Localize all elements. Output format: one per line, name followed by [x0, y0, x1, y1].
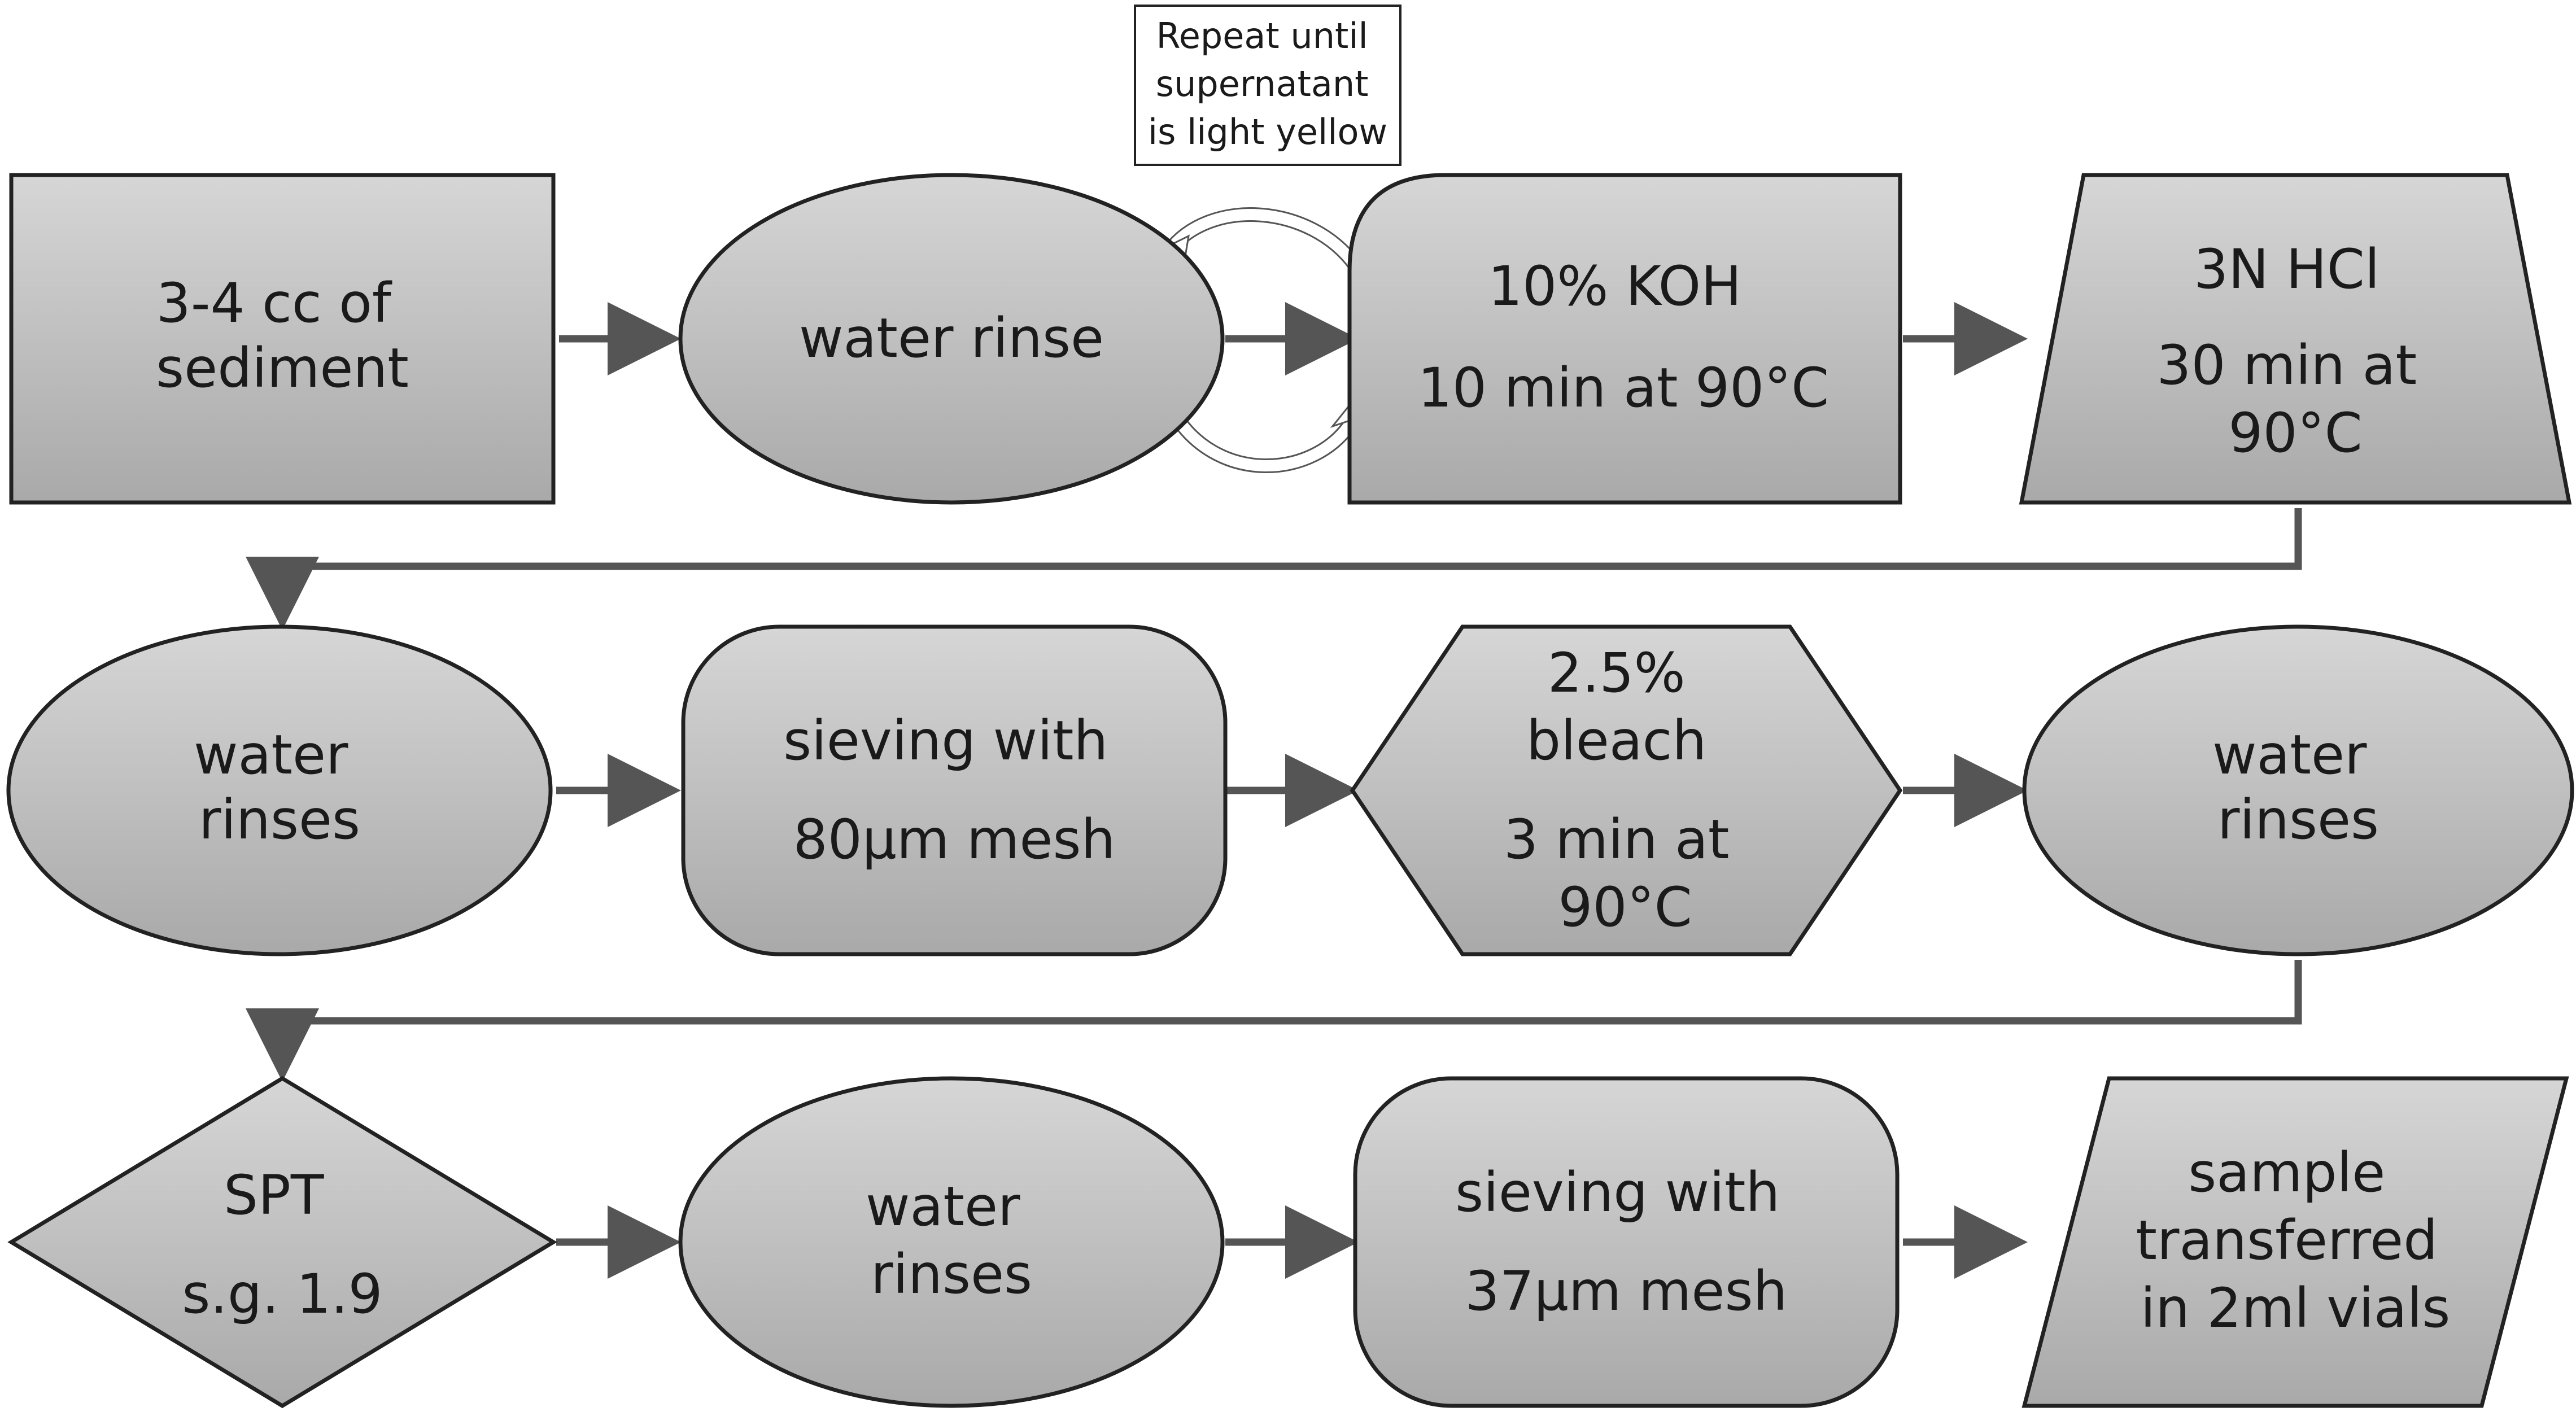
repeat-note: Repeat until supernatant is light yellow — [1134, 5, 1401, 166]
node-water-rinse-1: water rinse — [678, 173, 1225, 505]
node-water-rinses-2: water rinses — [6, 624, 553, 956]
node-sieve-37-line-2: 37µm mesh — [1465, 1260, 1788, 1323]
node-sieve-80-line-2: 80µm mesh — [793, 808, 1116, 871]
node-hcl-line-1: 3N HCl — [2194, 238, 2379, 301]
svg-text:water rinses: water rinses — [194, 723, 365, 851]
svg-text:water rinses: water rinses — [866, 1175, 1037, 1306]
node-water-rinses-3-line-1: water — [2212, 723, 2367, 786]
node-sieve-37: sieving with 37µm mesh — [1353, 1076, 1900, 1408]
repeat-note-line-3: is light yellow — [1148, 111, 1387, 152]
svg-text:SPT s.g. 1.9: SPT s.g. 1.9 — [182, 1164, 382, 1326]
node-koh-line-1: 10% KOH — [1488, 255, 1741, 318]
node-hcl-line-3: 90°C — [2228, 401, 2362, 465]
svg-text:3N HCl 30 min at 9: 3N HCl 30 min at 90°C — [2156, 238, 2434, 465]
node-sediment-line-2: sediment — [156, 336, 409, 400]
node-water-rinses-3: water rinses — [2022, 624, 2574, 956]
node-spt: SPT s.g. 1.9 — [7, 1076, 557, 1409]
svg-text:sieving with 80µm mesh: sieving with 80µm mesh — [783, 709, 1125, 871]
repeat-note-line-1: Repeat until — [1156, 15, 1368, 56]
node-hcl: 3N HCl 30 min at 90°C — [2019, 173, 2572, 505]
node-bleach-line-4: 90°C — [1558, 876, 1692, 939]
node-sample-line-2: transferred — [2136, 1209, 2438, 1272]
node-bleach-line-1: 2.5% — [1548, 641, 1686, 705]
connectors — [246, 302, 2302, 1279]
node-bleach-line-2: bleach — [1526, 709, 1706, 772]
svg-text:water rinse: water rinse — [799, 307, 1104, 370]
node-water-rinses-2-line-1: water — [194, 723, 348, 786]
svg-text:water rinses: water rinses — [2212, 723, 2384, 851]
node-sieve-80: sieving with 80µm mesh — [681, 624, 1228, 956]
svg-text:2.5% bleach 3 min: 2.5% bleach 3 min at 90°C — [1504, 641, 1747, 939]
node-sieve-80-line-1: sieving with — [783, 709, 1108, 772]
node-hcl-line-2: 30 min at — [2156, 334, 2417, 397]
node-sediment-line-1: 3-4 cc of — [156, 272, 392, 335]
svg-text:10% KOH 10 min at 90°C: 10% KOH 10 min at 90°C — [1418, 255, 1829, 419]
node-water-rinses-4-line-1: water — [866, 1175, 1020, 1238]
node-sieve-37-line-1: sieving with — [1455, 1161, 1780, 1224]
svg-text:Repeat until supernatant: Repeat until supernatant is light yellow — [1148, 15, 1387, 152]
node-koh-line-2: 10 min at 90°C — [1418, 356, 1829, 419]
svg-text:3-4 cc of sediment: 3-4 cc of sediment — [156, 272, 409, 400]
svg-text:sample transferred: sample transferred in 2ml vials — [2136, 1141, 2455, 1340]
node-water-rinses-4: water rinses — [678, 1076, 1225, 1408]
node-spt-line-1: SPT — [224, 1164, 324, 1227]
node-water-rinses-2-line-2: rinses — [199, 788, 360, 851]
arrow-rinses-to-row3 — [246, 960, 2302, 1082]
node-bleach: 2.5% bleach 3 min at 90°C — [1350, 624, 1903, 956]
node-water-rinses-3-line-2: rinses — [2217, 788, 2379, 851]
svg-text:sieving with 37µm mesh: sieving with 37µm mesh — [1455, 1161, 1797, 1323]
node-bleach-line-3: 3 min at — [1504, 808, 1730, 871]
node-koh: 10% KOH 10 min at 90°C — [1347, 173, 1902, 505]
node-sediment: 3-4 cc of sediment — [9, 173, 556, 505]
node-spt-line-2: s.g. 1.9 — [182, 1262, 382, 1326]
node-water-rinses-4-line-2: rinses — [871, 1243, 1032, 1306]
node-water-rinse-1-line-1: water rinse — [799, 307, 1104, 370]
repeat-note-line-2: supernatant — [1156, 63, 1369, 104]
arrow-hcl-to-row2 — [246, 508, 2302, 630]
node-sample-line-1: sample — [2188, 1141, 2385, 1204]
node-sample: sample transferred in 2ml vials — [2021, 1076, 2569, 1408]
node-sample-line-3: in 2ml vials — [2141, 1277, 2451, 1340]
